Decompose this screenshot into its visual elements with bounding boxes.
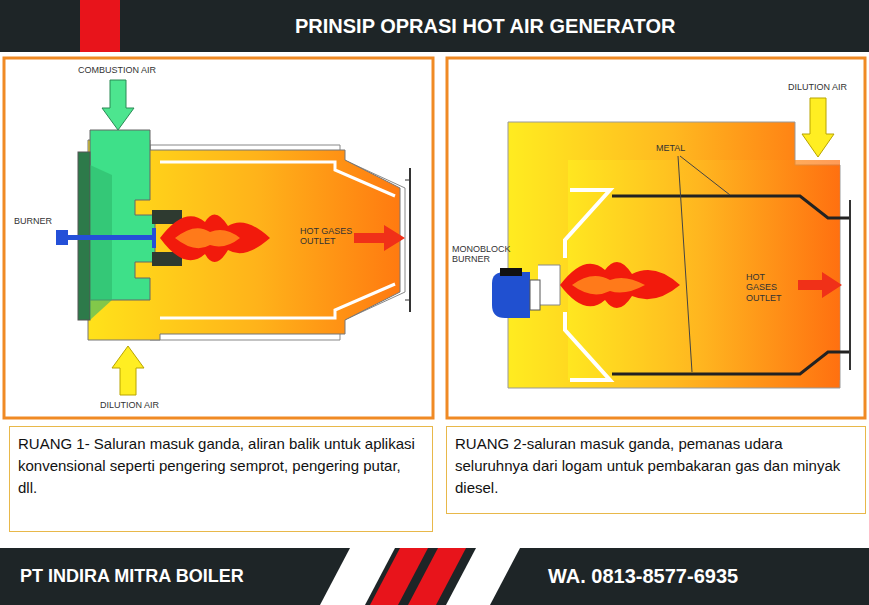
outlet-label: HOT GASES OUTLET bbox=[300, 226, 358, 247]
air-label: DILUTION AIR bbox=[788, 82, 847, 92]
contact-number: WA. 0813-8577-6935 bbox=[548, 565, 738, 588]
caption-box: RUANG 2-saluran masuk ganda, pemanas uda… bbox=[446, 426, 866, 514]
air-label: DILUTION AIR bbox=[100, 400, 159, 410]
footer-stripe bbox=[446, 548, 520, 605]
title-bar bbox=[0, 0, 869, 52]
generator-right bbox=[492, 98, 850, 388]
panel-frame bbox=[4, 58, 433, 418]
air-label: COMBUSTION AIR bbox=[78, 65, 156, 75]
caption-text: RUANG 2-saluran masuk ganda, pemanas uda… bbox=[455, 433, 857, 498]
panel-frame bbox=[447, 58, 865, 418]
company-name: PT INDIRA MITRA BOILER bbox=[20, 566, 244, 587]
generator-left bbox=[56, 80, 410, 395]
caption-box: RUANG 1- Saluran masuk ganda, aliran bal… bbox=[9, 426, 433, 532]
part-label: BURNER bbox=[14, 216, 52, 226]
caption-text: RUANG 1- Saluran masuk ganda, aliran bal… bbox=[18, 433, 424, 498]
page-title: PRINSIP OPRASI HOT AIR GENERATOR bbox=[295, 15, 675, 38]
outlet-label: HOT GASES OUTLET bbox=[746, 272, 798, 303]
footer-bar bbox=[0, 548, 869, 605]
accent-block bbox=[80, 0, 120, 52]
part-label: METAL bbox=[656, 143, 685, 153]
part-label: MONOBLOCK BURNER bbox=[452, 244, 510, 265]
